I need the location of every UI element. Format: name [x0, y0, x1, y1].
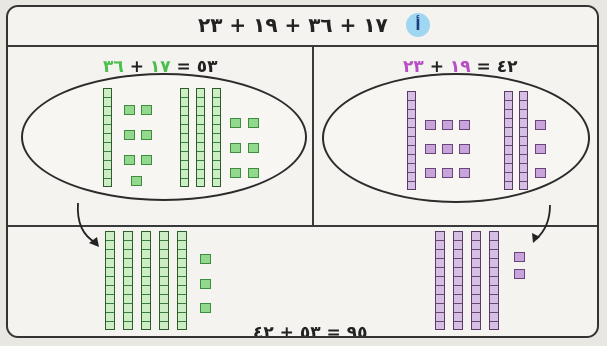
right-arrow-head	[532, 233, 540, 243]
right-arrow-curve	[536, 205, 550, 239]
left-arrow-curve	[78, 203, 96, 243]
regroup-arrows	[8, 7, 599, 338]
exercise-card: ١٧ + ٣٦ + ١٩ + ٢٣ أ ٥٣ = ١٧ + ٣٦ ٤٢ = ١٩…	[6, 5, 599, 338]
